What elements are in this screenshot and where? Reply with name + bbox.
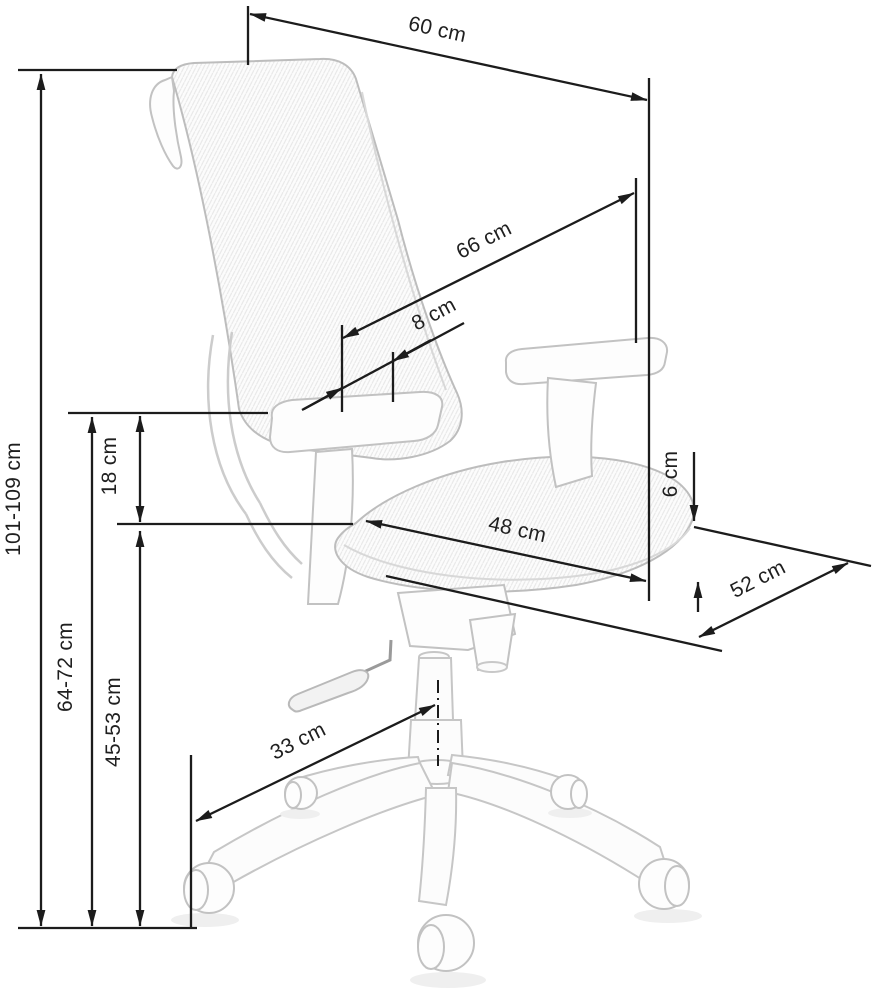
- dim-seat-width-line: [365, 519, 647, 583]
- frame-curve: [226, 331, 262, 504]
- chair-hanger-hook: [149, 75, 183, 170]
- dim-armrest-setback-arrow-right: [392, 338, 432, 363]
- chair-back-frame: [206, 331, 303, 579]
- dim-seat-depth-line: [698, 561, 849, 639]
- lever-rod: [354, 639, 393, 678]
- frame-curve: [206, 334, 247, 515]
- base-leg-front: [417, 787, 458, 907]
- label-armrest-height: 64-72 cm: [54, 622, 77, 712]
- frame-curve: [244, 513, 293, 579]
- shadow: [410, 972, 486, 988]
- shadow: [280, 809, 320, 819]
- right-armrest-pad: [504, 336, 669, 386]
- dim-backrest-diagonal-line: [342, 191, 635, 340]
- frame-curve: [258, 502, 303, 565]
- caster-right-wheel: [664, 865, 690, 907]
- chair-casters: [183, 774, 690, 972]
- caster-shadows: [171, 808, 702, 988]
- label-base-arm-length: 33 cm: [267, 718, 330, 765]
- shadow: [548, 808, 592, 818]
- chair-mechanism: [287, 583, 517, 713]
- caster-left-wheel: [183, 869, 209, 911]
- adjustment-lever: [287, 669, 370, 713]
- chair-left-armrest: [268, 390, 444, 605]
- caster-back-left-wheel: [284, 781, 302, 809]
- label-cushion-thickness: 6 cm: [659, 451, 682, 498]
- right-armrest-stem: [546, 376, 598, 489]
- caster-front-wheel: [417, 924, 445, 970]
- label-backrest-width: 60 cm: [406, 12, 468, 47]
- label-armrest-above-seat: 18 cm: [98, 437, 121, 496]
- left-armrest-stem: [306, 447, 354, 605]
- label-seat-height: 45-53 cm: [102, 677, 125, 767]
- dim-backrest-width-line: [249, 12, 648, 102]
- dim-base-arm-length-line: [195, 703, 436, 823]
- shadow: [171, 913, 239, 927]
- ext-seat-depth-top: [693, 525, 872, 568]
- caster-back-right-wheel: [570, 779, 588, 809]
- left-armrest-pad: [268, 390, 444, 454]
- dimension-lines: [36, 12, 849, 927]
- shadow: [634, 909, 702, 923]
- chair-right-armrest: [504, 336, 669, 489]
- ext-seat-depth-bottom: [385, 574, 723, 653]
- dim-armrest-setback-arrow-left: [303, 386, 343, 411]
- label-total-height: 101-109 cm: [2, 442, 25, 556]
- mechanism-cup-bottom: [476, 661, 508, 673]
